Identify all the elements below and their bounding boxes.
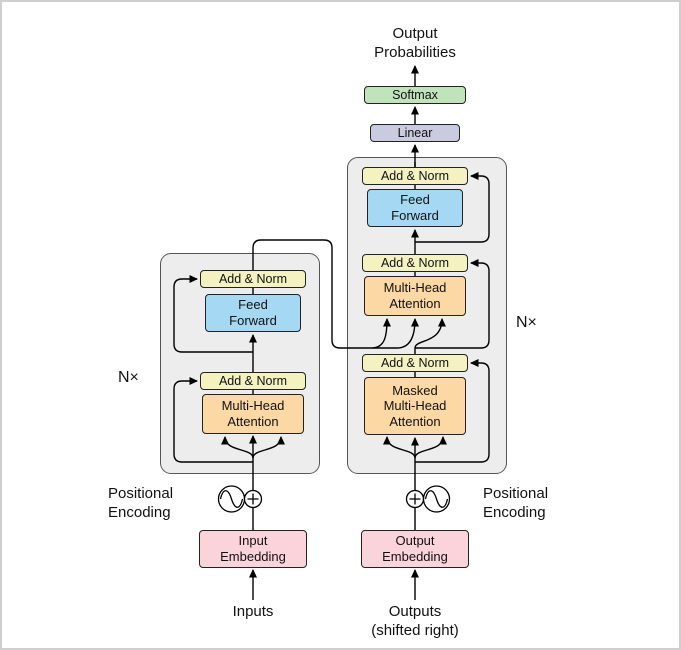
- add-plus-right-icon: [405, 489, 425, 509]
- positional-encoding-left-label: Positional Encoding: [108, 485, 174, 521]
- decoder-masked-attention-box: Masked Multi-Head Attention: [364, 377, 466, 435]
- encoder-add-norm-attention-box: Add & Norm: [200, 372, 306, 390]
- decoder-repeat-count-label: N×: [516, 314, 537, 331]
- output-probabilities-label: Output Probabilities: [374, 25, 456, 61]
- output-embedding-box: Output Embedding: [361, 530, 469, 568]
- input-embedding-box: Input Embedding: [199, 530, 307, 568]
- decoder-add-norm-masked-box: Add & Norm: [362, 354, 468, 372]
- encoder-multi-head-attention-box: Multi-Head Attention: [202, 394, 304, 434]
- positional-encoding-left-icon: [217, 485, 246, 513]
- inputs-label: Inputs: [232, 603, 274, 620]
- encoder-feed-forward-box: Feed Forward: [205, 294, 301, 332]
- outputs-label: Outputs (shifted right): [371, 603, 459, 639]
- encoder-repeat-count-label: N×: [118, 369, 139, 386]
- positional-encoding-right-icon: [422, 485, 451, 513]
- encoder-add-norm-ff-box: Add & Norm: [200, 270, 306, 288]
- add-plus-left-icon: [243, 489, 263, 509]
- decoder-feed-forward-box: Feed Forward: [367, 189, 463, 227]
- decoder-add-norm-ff-box: Add & Norm: [362, 167, 468, 185]
- decoder-add-norm-cross-box: Add & Norm: [362, 254, 468, 272]
- softmax-box: Softmax: [364, 86, 466, 104]
- decoder-cross-attention-box: Multi-Head Attention: [364, 276, 466, 316]
- linear-box: Linear: [370, 124, 460, 142]
- positional-encoding-right-label: Positional Encoding: [483, 485, 549, 521]
